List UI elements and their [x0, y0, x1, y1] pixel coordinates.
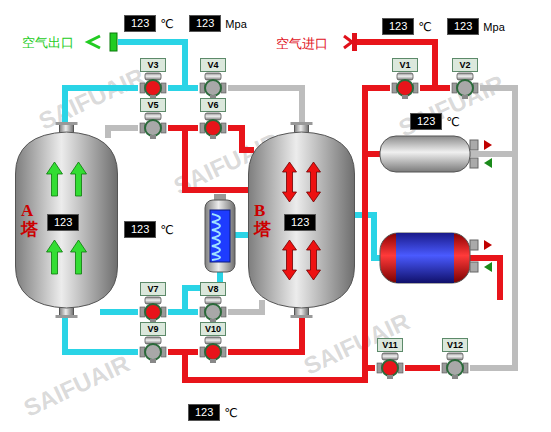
readout-unit: ℃ — [160, 17, 173, 31]
heat-exchanger — [380, 233, 492, 283]
valve-symbol: V10 — [198, 322, 228, 364]
inlet-label: 空气进口 — [276, 35, 328, 53]
valve-tag: V8 — [200, 282, 226, 296]
readout-unit: ℃ — [418, 20, 431, 34]
readout-display: 123 ℃ — [124, 15, 174, 32]
valve-tag: V3 — [140, 58, 166, 72]
outlet-label: 空气出口 — [22, 34, 74, 52]
red-pipe — [365, 88, 390, 368]
valve-tag: V6 — [200, 98, 226, 112]
watermark: SAIFUAIR — [34, 62, 149, 135]
inlet-stub — [352, 33, 357, 51]
valve-symbol: V5 — [138, 98, 168, 140]
readout-unit: Mpa — [483, 20, 504, 34]
outlet-arrow — [88, 36, 100, 48]
cyan-pipe — [65, 88, 138, 125]
readout-display: 123 ℃ — [124, 221, 174, 238]
readout-value: 123 — [382, 18, 414, 35]
pipe-connector — [168, 85, 198, 91]
valve-symbol: V2 — [450, 58, 480, 100]
pipe-connector — [168, 125, 198, 131]
valve-symbol: V8 — [198, 282, 228, 324]
valve-symbol: V6 — [198, 98, 228, 140]
valve-symbol: V9 — [138, 322, 168, 364]
pipe-connector — [405, 365, 440, 371]
red-pipe — [228, 316, 302, 352]
readout-display: 123 Mpa — [189, 15, 247, 32]
tower-name: B塔 — [254, 202, 271, 239]
readout-unit: ℃ — [160, 223, 173, 237]
pipe-connector — [168, 309, 198, 315]
readout-value: 123 — [284, 214, 316, 231]
gray-pipe — [228, 300, 262, 312]
outlet-stub — [110, 33, 117, 51]
readout-display: 123 ℃ — [410, 113, 460, 130]
readout-display: 123 — [47, 214, 79, 231]
valve-symbol: V3 — [138, 58, 168, 100]
gray-pipe — [470, 151, 515, 157]
readout-value: 123 — [124, 15, 156, 32]
valve-symbol: V1 — [390, 58, 420, 100]
readout-unit: ℃ — [224, 406, 237, 420]
valve-symbol: V11 — [375, 338, 405, 380]
tower-vessel: A塔 123 — [15, 122, 118, 318]
gray-pipe — [470, 88, 515, 368]
readout-unit: Mpa — [225, 17, 246, 31]
readout-value: 123 — [188, 404, 220, 421]
filter-vessel — [205, 194, 235, 272]
red-pipe — [470, 258, 500, 300]
heat-exchanger — [380, 136, 492, 172]
watermark: SAIFUAIR — [19, 349, 134, 422]
readout-value: 123 — [47, 214, 79, 231]
inlet-arrow — [344, 36, 352, 48]
valve-tag: V12 — [442, 338, 468, 352]
valve-tag: V5 — [140, 98, 166, 112]
pipe-connector — [168, 349, 198, 355]
red-pipe — [365, 151, 380, 157]
readout-value: 123 — [410, 113, 442, 130]
gray-pipe — [228, 88, 302, 124]
pipe-connector — [420, 85, 450, 91]
valve-tag: V9 — [140, 322, 166, 336]
readout-display: 123 — [284, 214, 316, 231]
readout-value: 123 — [189, 15, 221, 32]
gray-pipe — [108, 128, 138, 138]
valve-tag: V10 — [200, 322, 226, 336]
readout-value: 123 — [124, 221, 156, 238]
valve-symbol: V12 — [440, 338, 470, 380]
cyan-pipe — [65, 315, 138, 352]
valve-tag: V4 — [200, 58, 226, 72]
readout-unit: ℃ — [446, 115, 459, 129]
red-pipe — [228, 128, 254, 150]
tower-name: A塔 — [21, 202, 38, 239]
valve-tag: V7 — [140, 282, 166, 296]
readout-display: 123 Mpa — [447, 18, 505, 35]
valve-tag: V11 — [377, 338, 403, 352]
valve-tag: V1 — [392, 58, 418, 72]
valve-symbol: V7 — [138, 282, 168, 324]
red-pipe — [356, 42, 435, 88]
valve-tag: V2 — [452, 58, 478, 72]
readout-display: 123 ℃ — [188, 404, 238, 421]
valve-symbol: V4 — [198, 58, 228, 100]
cyan-pipe — [100, 309, 138, 315]
tower-vessel: B塔 123 — [248, 122, 355, 318]
readout-display: 123 ℃ — [382, 18, 432, 35]
readout-value: 123 — [447, 18, 479, 35]
